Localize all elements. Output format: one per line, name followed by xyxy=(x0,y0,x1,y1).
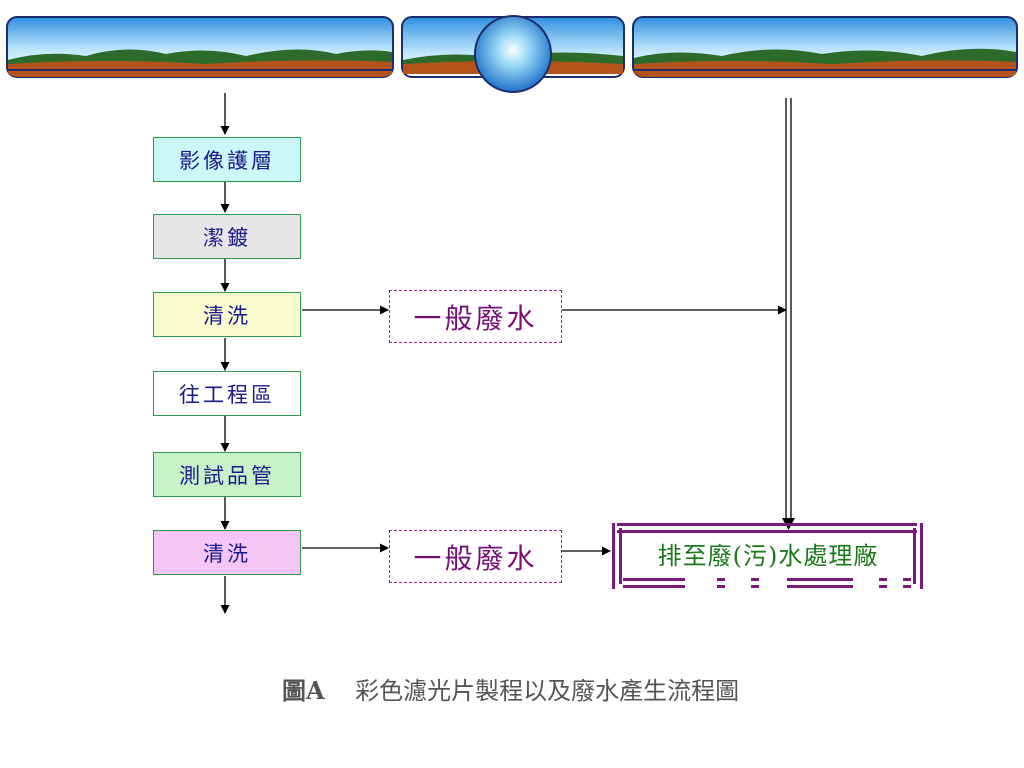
treatment-plant-box: 排至廢(污)水處理廠 xyxy=(611,522,924,590)
figure-label: 圖A xyxy=(282,676,325,705)
step-rinse-2: 清洗 xyxy=(153,530,301,575)
step-image-protection-layer: 影像護層 xyxy=(153,137,301,182)
step-to-engineering-area: 往工程區 xyxy=(153,371,301,416)
caption-spacer xyxy=(325,677,356,705)
landscape-banner-left xyxy=(6,14,394,80)
plant-frame xyxy=(612,523,923,589)
step-rinse-1: 清洗 xyxy=(153,292,301,337)
landscape-banner-right xyxy=(632,14,1018,80)
figure-title: 彩色濾光片製程以及廢水產生流程圖 xyxy=(355,677,740,705)
step-test-qc: 測試品管 xyxy=(153,452,301,497)
waste-box-1: 一般廢水 xyxy=(389,290,562,343)
treatment-plant-label: 排至廢(污)水處理廠 xyxy=(629,536,907,570)
step-ito-plating: 潔鍍 xyxy=(153,214,301,259)
globe-banner xyxy=(401,14,625,94)
figure-caption: 圖A 彩色濾光片製程以及廢水產生流程圖 xyxy=(282,671,739,706)
waste-box-2: 一般廢水 xyxy=(389,530,562,583)
